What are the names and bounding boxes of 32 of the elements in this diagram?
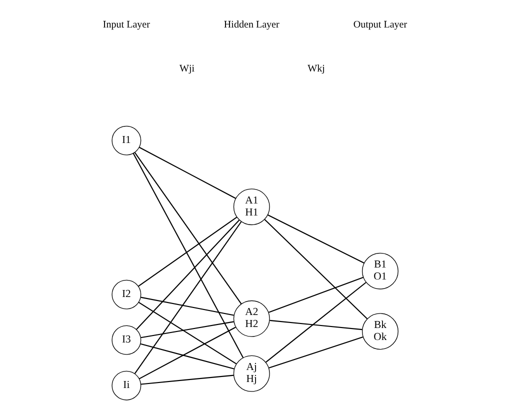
connector (268, 214, 364, 264)
connector (134, 221, 242, 374)
node-circle: Ii (112, 370, 142, 400)
connector (134, 152, 242, 304)
node-circle: Bk Ok (362, 313, 398, 350)
connector (270, 320, 362, 330)
label: Wkj (308, 63, 325, 74)
node-circle: I1 (112, 126, 142, 156)
connector (132, 153, 244, 358)
label: Hidden Layer (224, 20, 280, 31)
connector (268, 336, 364, 368)
connector (264, 219, 368, 320)
connector (140, 321, 234, 338)
connector (140, 296, 234, 316)
label: Wji (180, 63, 195, 74)
label: Input Layer (102, 20, 150, 31)
connector (138, 302, 237, 364)
connector (140, 374, 234, 385)
node-circle: A1 H1 (233, 188, 270, 226)
node-circle: I3 (112, 325, 142, 355)
connector (138, 216, 238, 287)
connector (266, 282, 366, 363)
connector (139, 146, 236, 199)
connector (136, 220, 240, 330)
node-circle: I2 (112, 280, 142, 310)
label: Output Layer (353, 20, 408, 31)
connector (138, 326, 236, 380)
node-circle: Aj Hj (233, 355, 270, 392)
node-circle: A2 H2 (233, 300, 270, 337)
connector (268, 276, 364, 313)
node-circle: B1 O1 (362, 252, 398, 290)
connector (140, 343, 234, 370)
